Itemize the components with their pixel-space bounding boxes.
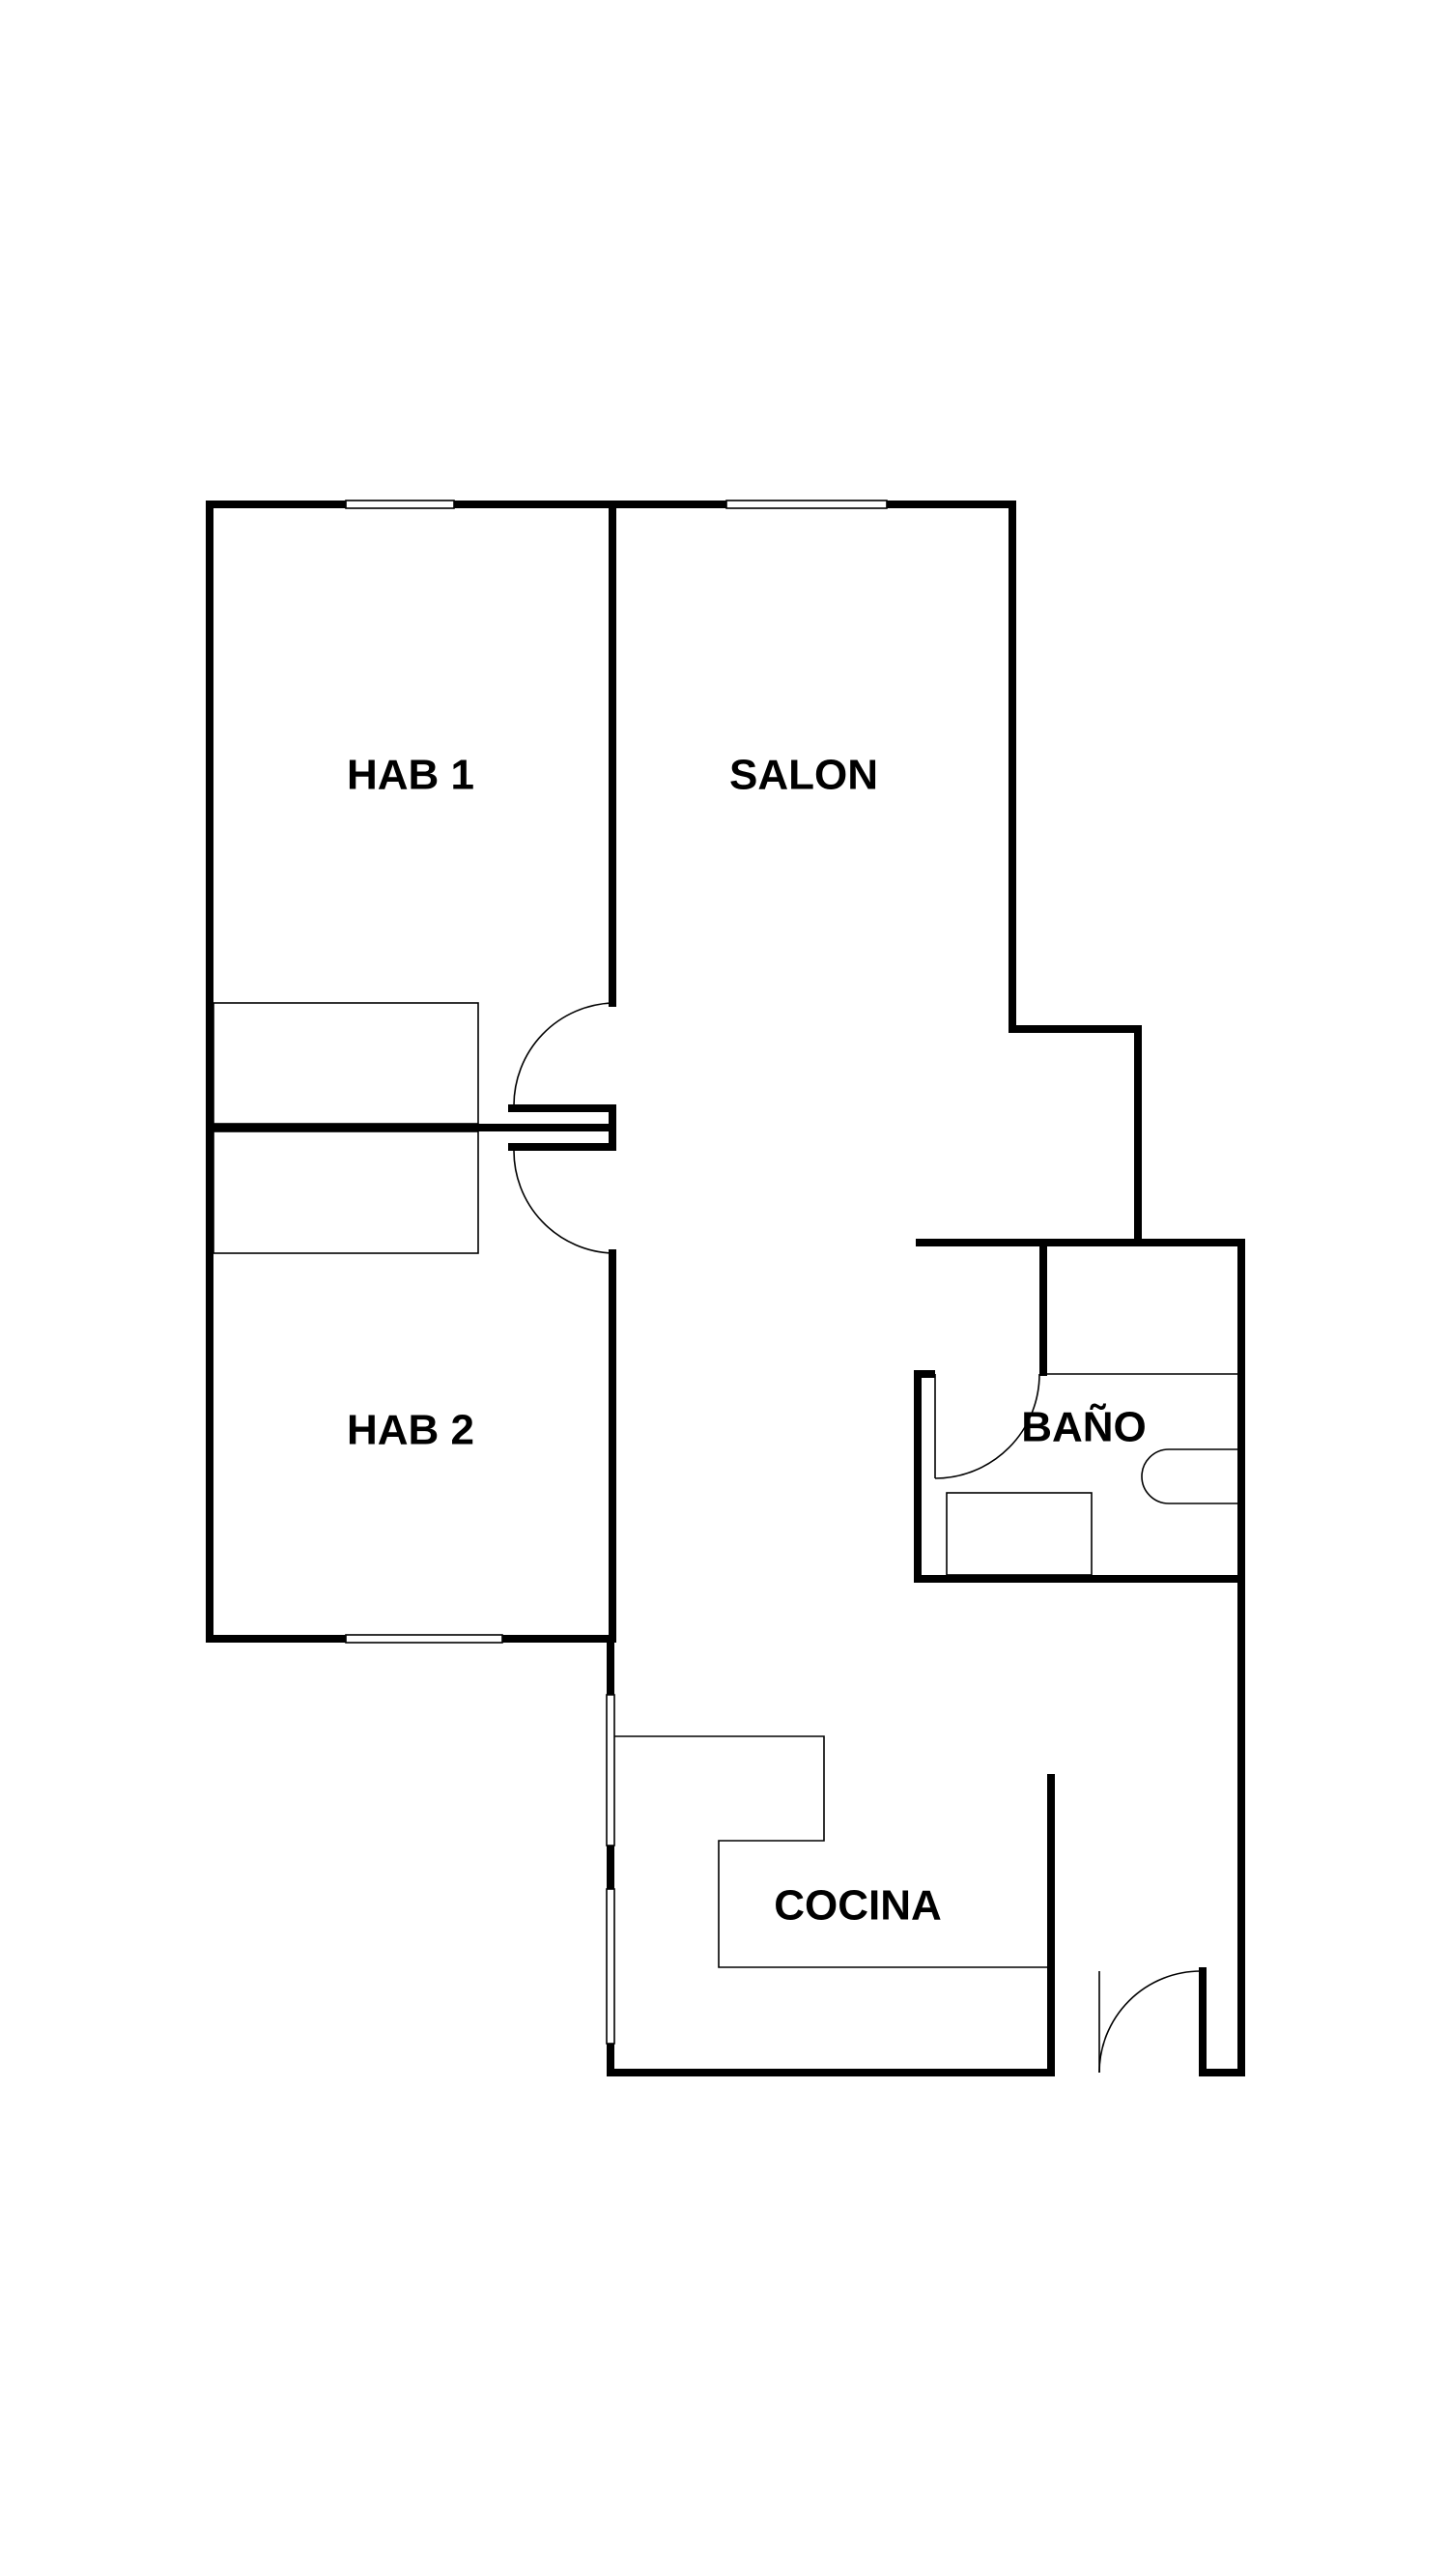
kitchen-counter: [614, 1735, 1047, 1968]
wardrobe-hab2: [213, 1131, 479, 1254]
wardrobe-hab1: [213, 1002, 479, 1125]
door-hab2-swing: [513, 1149, 613, 1254]
window-kitchen-lower: [606, 1888, 615, 2045]
window-hab2: [345, 1634, 503, 1644]
label-salon: SALON: [729, 752, 878, 799]
door-hab1-swing: [513, 1002, 613, 1106]
window-salon: [725, 500, 888, 509]
door-bath-swing: [934, 1373, 1040, 1479]
room-labels: HAB 1 SALON HAB 2 BAÑO COCINA: [347, 752, 1147, 1930]
window-kitchen-upper: [606, 1694, 615, 1846]
door-entrance-swing: [1098, 1970, 1202, 2074]
windows: [345, 500, 888, 2045]
label-bano: BAÑO: [1021, 1403, 1147, 1451]
toilet: [1141, 1448, 1237, 1504]
outer-walls: [206, 501, 1245, 2076]
bathtub: [946, 1492, 1093, 1576]
label-cocina: COCINA: [774, 1882, 942, 1930]
doors: [513, 1002, 1202, 2074]
label-hab2: HAB 2: [347, 1407, 474, 1454]
furniture: [213, 1002, 1237, 1968]
label-hab1: HAB 1: [347, 752, 474, 799]
interior-walls: [206, 501, 1245, 2076]
window-hab1: [345, 500, 455, 509]
